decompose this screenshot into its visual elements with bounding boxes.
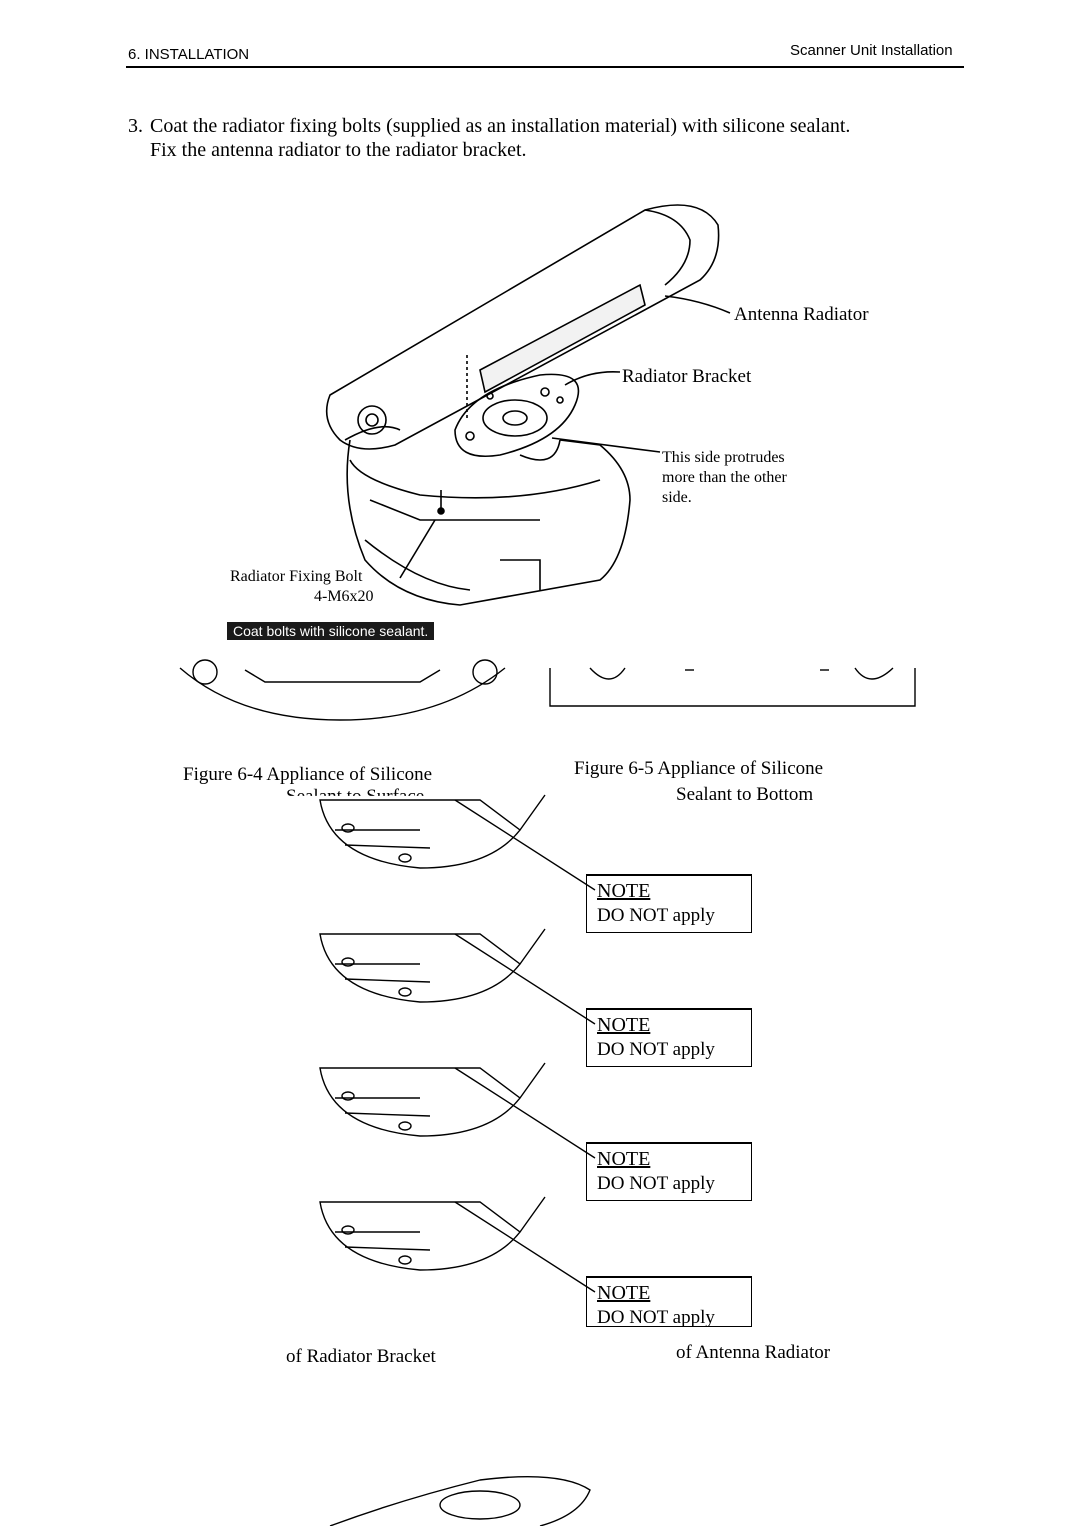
note-box: NOTE DO NOT apply — [586, 1008, 752, 1067]
note-body: DO NOT apply — [597, 1307, 715, 1328]
note-title: NOTE — [597, 880, 651, 902]
note-title: NOTE — [597, 1014, 651, 1036]
label-radiator-bracket: Radiator Bracket — [622, 366, 752, 387]
note-body: DO NOT apply — [597, 1173, 715, 1194]
note-title: NOTE — [597, 1148, 651, 1170]
note-body: DO NOT apply — [597, 1039, 715, 1060]
fig4-caption-line2: Sealant to Surface — [286, 786, 425, 807]
running-header-section: 6. INSTALLATION — [128, 46, 250, 63]
note-title: NOTE — [597, 1282, 651, 1304]
fig5-caption-line3: of Antenna Radiator — [676, 1342, 831, 1363]
label-protrude-line2: more than the other — [662, 469, 787, 486]
step-text-line1: Coat the radiator fixing bolts (supplied… — [150, 115, 851, 137]
note-box: NOTE DO NOT apply — [586, 1276, 752, 1328]
fig4-caption-line1: Figure 6-4 Appliance of Silicone — [183, 764, 433, 785]
running-header-topic: Scanner Unit Installation — [790, 42, 953, 59]
note-box: NOTE DO NOT apply — [586, 1142, 752, 1201]
step-number: 3. — [128, 115, 143, 137]
label-bolt-spec: 4-M6x20 — [314, 588, 374, 605]
fig5-caption-line2: Sealant to Bottom — [676, 784, 814, 805]
label-fixing-bolt: Radiator Fixing Bolt — [230, 568, 363, 585]
fig5-caption-line1: Figure 6-5 Appliance of Silicone — [574, 758, 824, 779]
note-box: NOTE DO NOT apply — [586, 874, 752, 933]
step-text-line2: Fix the antenna radiator to the radiator… — [150, 139, 527, 161]
label-antenna-radiator: Antenna Radiator — [734, 304, 869, 325]
instruction-banner: Coat bolts with silicone sealant. — [227, 622, 435, 640]
note-body: DO NOT apply — [597, 905, 715, 926]
label-protrude-line1: This side protrudes — [662, 449, 785, 466]
fig4-caption-line3: of Radiator Bracket — [286, 1346, 436, 1367]
header-rule — [126, 66, 964, 68]
label-protrude-line3: side. — [662, 489, 692, 506]
